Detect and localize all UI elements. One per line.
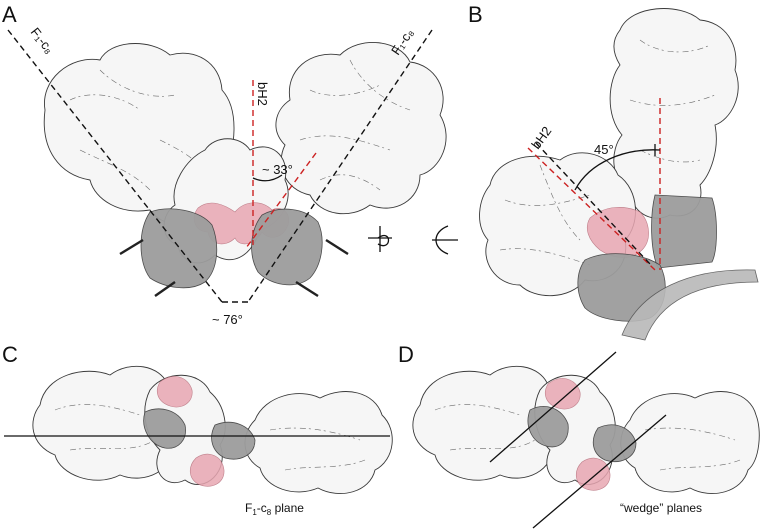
peripheral-stalk-c1: [157, 376, 193, 408]
panel-c: C F1-c8 plane: [2, 342, 393, 517]
membrane-domain-d2: [592, 424, 637, 462]
axis-right: [247, 29, 433, 303]
membrane-tick: [325, 238, 349, 256]
wedge-plane-line-2: [532, 414, 667, 529]
peripheral-stalk-d2: [575, 458, 611, 491]
panel-label-a: A: [2, 2, 17, 27]
membrane-tick: [154, 281, 176, 297]
rotation-symbol: [368, 225, 458, 255]
axis-left: [7, 29, 223, 303]
plane-caption-d: “wedge” planes: [620, 501, 702, 515]
helix-label-a: bH2: [255, 82, 270, 106]
f1-head-d-right: [620, 391, 760, 495]
curved-membrane-b: [621, 269, 759, 341]
membrane-domain-right: [251, 208, 323, 286]
panel-a: A F₁-c₈ F₁-c₈ bH2 ~: [2, 2, 447, 327]
angle-arc-b: [574, 149, 661, 191]
panel-label-b: B: [468, 2, 483, 27]
f1-head-d-right-detail: [644, 427, 741, 471]
membrane-tick: [295, 280, 319, 298]
wedge-plane-line-1: [489, 351, 617, 463]
angle-label-b: 45°: [594, 142, 614, 157]
right-f1-head: [275, 42, 447, 215]
axis-label-left: F₁-c₈: [28, 25, 57, 57]
c-ring-b: [651, 194, 717, 269]
peripheral-stalk-d1: [545, 378, 581, 410]
panel-d: D “wedge” planes: [398, 342, 760, 529]
membrane-domain-c2: [211, 421, 256, 460]
membrane-domain-c1: [143, 408, 186, 449]
f1-head-c-left-detail: [54, 404, 156, 451]
stator-head-b-detail: [499, 164, 591, 266]
axis-label-right: F₁-c₈: [388, 26, 416, 58]
f1-head-b-detail: [629, 39, 716, 163]
f1-head-c-right-detail: [269, 427, 366, 471]
peripheral-stalk-c2: [189, 454, 225, 487]
plane-caption-c: F1-c8 plane: [245, 501, 304, 517]
panel-label-c: C: [2, 342, 18, 367]
membrane-domain-left: [140, 208, 218, 289]
f1-head-d-left-detail: [434, 404, 536, 451]
angle-label-small: ~ 33°: [262, 162, 293, 177]
helix-label-b: bH2: [528, 124, 554, 152]
panel-label-d: D: [398, 342, 414, 367]
angle-arc-a: [252, 174, 283, 182]
angle-label-large: ~ 76°: [212, 312, 243, 327]
bh2-axis-b-black: [535, 142, 651, 265]
membrane-tick: [119, 238, 144, 256]
panel-b: B bH2 45°: [468, 2, 759, 341]
f1-head-c-right: [244, 391, 393, 495]
